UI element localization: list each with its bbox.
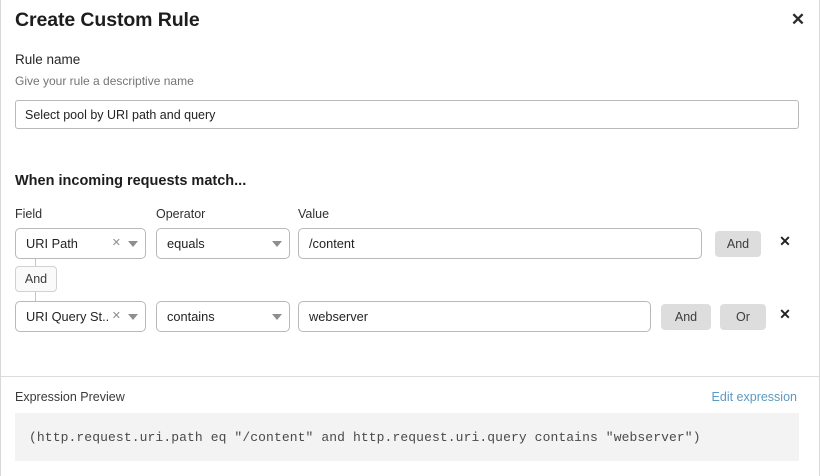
rule-name-input[interactable]	[15, 100, 799, 129]
connector-and-badge[interactable]: And	[15, 266, 57, 292]
rule-name-hint: Give your rule a descriptive name	[15, 74, 194, 88]
operator-select-2[interactable]: contains	[156, 301, 290, 332]
field-select-2-value: URI Query St...	[26, 309, 108, 324]
column-header-operator: Operator	[156, 207, 206, 221]
preview-divider	[1, 376, 819, 377]
condition-connector: And	[15, 259, 75, 301]
clear-x-icon[interactable]: ✕	[111, 237, 121, 249]
match-section-heading: When incoming requests match...	[15, 173, 247, 189]
chevron-down-icon[interactable]	[125, 240, 145, 247]
field-select-2[interactable]: URI Query St... ✕	[15, 301, 146, 332]
chevron-down-icon[interactable]	[269, 313, 289, 320]
and-button-row-1[interactable]: And	[715, 231, 761, 257]
connector-line-top	[35, 259, 36, 266]
rule-name-label: Rule name	[15, 52, 81, 67]
operator-select-1-value: equals	[167, 236, 205, 251]
value-input-1[interactable]	[298, 228, 702, 259]
delete-x-icon[interactable]: ✕	[779, 306, 791, 322]
field-select-1[interactable]: URI Path ✕	[15, 228, 146, 259]
edit-expression-link[interactable]: Edit expression	[711, 390, 797, 404]
dialog-title: Create Custom Rule	[15, 9, 200, 31]
column-header-value: Value	[298, 207, 330, 221]
or-button-row-2[interactable]: Or	[720, 304, 766, 330]
connector-line-bottom	[35, 292, 36, 301]
value-input-2[interactable]	[298, 301, 651, 332]
column-header-field: Field	[15, 207, 43, 221]
chevron-down-icon[interactable]	[125, 313, 145, 320]
expression-preview-code: (http.request.uri.path eq "/content" and…	[29, 429, 701, 445]
and-button-row-2[interactable]: And	[661, 304, 711, 330]
close-icon[interactable]: ✕	[790, 9, 806, 29]
delete-x-icon[interactable]: ✕	[779, 233, 791, 249]
chevron-down-icon[interactable]	[269, 240, 289, 247]
condition-row: URI Path ✕ equals And ✕	[1, 228, 820, 259]
field-select-1-value: URI Path	[26, 236, 78, 251]
condition-row: URI Query St... ✕ contains And Or ✕	[1, 301, 820, 332]
clear-x-icon[interactable]: ✕	[111, 310, 121, 322]
expression-preview-box: (http.request.uri.path eq "/content" and…	[15, 413, 799, 461]
expression-preview-label: Expression Preview	[15, 390, 125, 404]
operator-select-2-value: contains	[167, 309, 215, 324]
operator-select-1[interactable]: equals	[156, 228, 290, 259]
